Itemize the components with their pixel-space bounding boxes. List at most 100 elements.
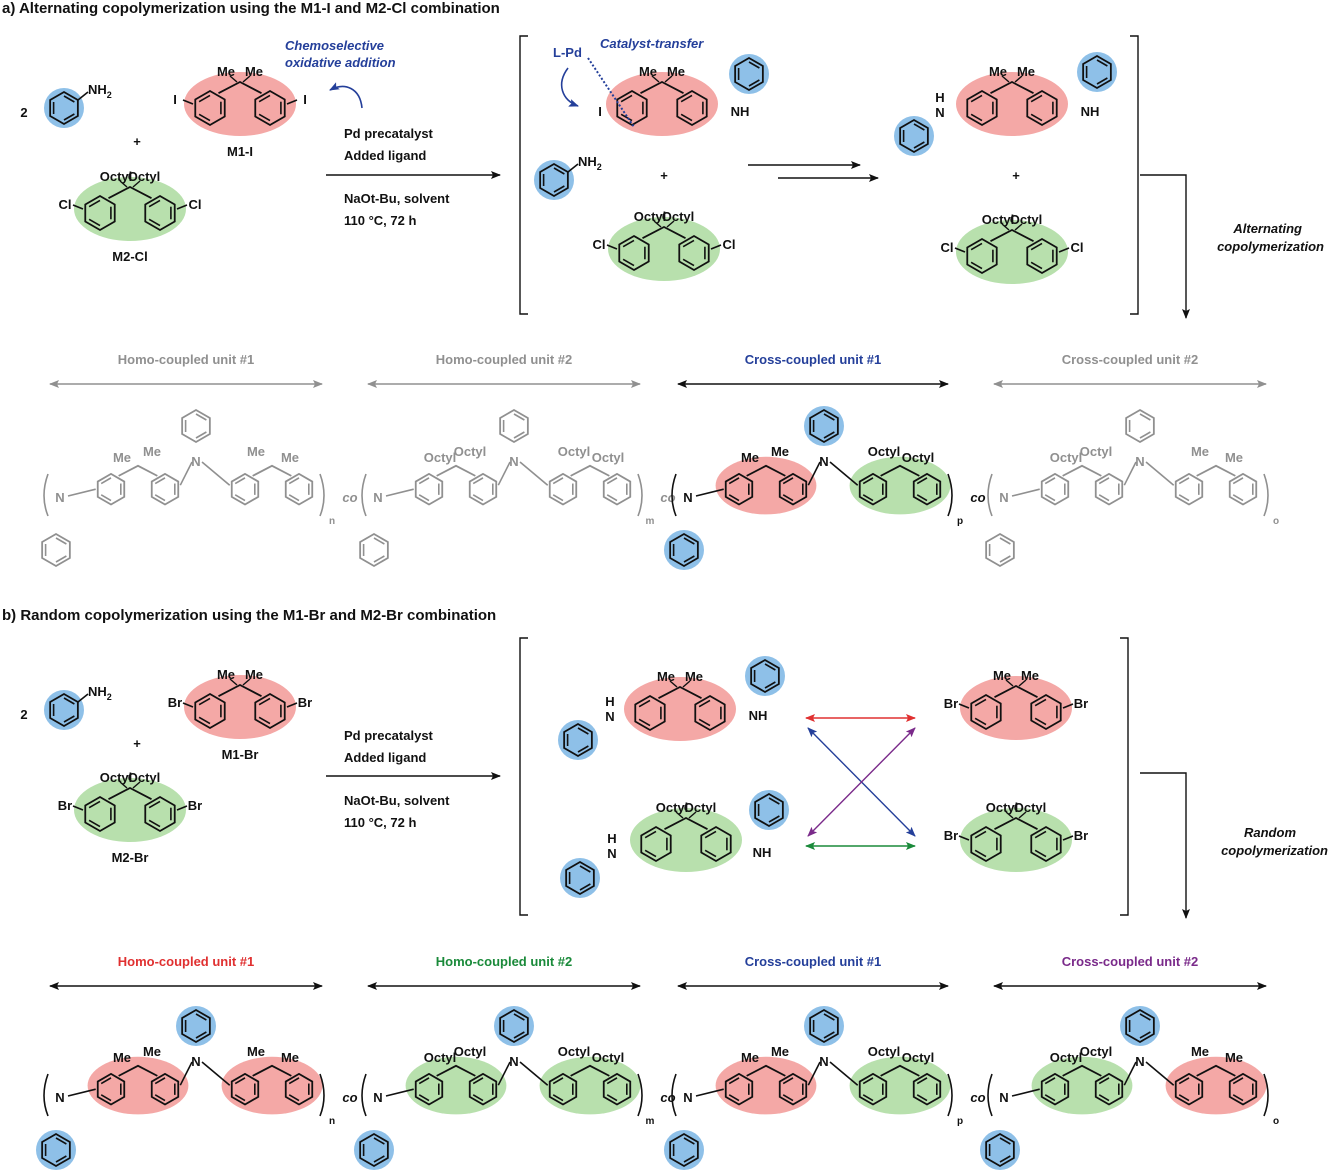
substituent-label: Me <box>113 450 131 465</box>
nitrogen-label: N <box>373 1090 382 1105</box>
substituent-label: Octyl <box>902 1050 935 1065</box>
left-hexagon <box>548 472 578 506</box>
double-bond <box>55 1137 67 1145</box>
close-paren <box>637 473 643 517</box>
left-hexagon <box>194 692 226 730</box>
diamine-m2-b <box>630 808 742 872</box>
double-bond <box>683 537 695 545</box>
double-bond <box>418 477 430 485</box>
double-bond <box>1098 477 1110 485</box>
double-bond <box>913 141 925 149</box>
bond <box>829 1061 859 1086</box>
double-bond <box>782 494 794 502</box>
bond <box>1014 223 1023 231</box>
double-bond <box>195 431 207 439</box>
double-bond <box>55 537 67 545</box>
bond <box>651 75 660 83</box>
bond <box>1123 461 1137 486</box>
random-elbow-arrow <box>1140 772 1190 919</box>
bond <box>72 204 84 210</box>
bond <box>1018 811 1027 819</box>
repeat-subscript: o <box>1273 1116 1279 1127</box>
double-bond <box>974 830 987 839</box>
bond <box>688 811 697 819</box>
amine-label: NH2 <box>88 684 112 702</box>
double-bond <box>195 1031 207 1039</box>
n-phenyl-pendant <box>1120 1006 1160 1046</box>
bond <box>182 99 194 105</box>
five-ring-top <box>108 185 152 200</box>
nitrogen-label: N <box>999 1090 1008 1105</box>
bond <box>72 805 84 811</box>
double-bond <box>1030 261 1043 270</box>
section-a-title: a) Alternating copolymerization using th… <box>2 0 500 17</box>
substituent-label: Me <box>657 669 675 684</box>
bond <box>1145 461 1175 486</box>
open-paren <box>361 473 367 517</box>
bond <box>1058 247 1070 253</box>
co-label: co <box>342 1090 357 1105</box>
halogen-label: I <box>598 104 602 119</box>
right-hexagon <box>778 1072 808 1106</box>
monomer-label: M2-Cl <box>112 249 147 264</box>
hexagon <box>809 408 839 444</box>
halogen-label: Cl <box>1071 240 1084 255</box>
substituent-label: Octyl <box>1080 444 1113 459</box>
bond <box>176 204 188 210</box>
hexagon <box>41 532 71 568</box>
bond <box>1005 811 1014 819</box>
double-bond <box>1139 1013 1151 1021</box>
double-bond <box>1098 494 1110 502</box>
n-phenyl-pendant <box>664 1130 704 1170</box>
bond <box>179 461 193 486</box>
double-bond <box>63 715 75 723</box>
close-paren <box>319 473 325 517</box>
substituent-label: Octyl <box>868 1044 901 1059</box>
halogen-label: Cl <box>941 240 954 255</box>
left-hexagon <box>640 825 672 863</box>
double-bond <box>680 113 693 122</box>
open-paren <box>987 473 993 517</box>
condition-a-3: NaOt-Bu, solvent <box>344 191 450 206</box>
substituent-label: Me <box>281 1050 299 1065</box>
nitrogen-label: N <box>373 490 382 505</box>
substituent-label: Octyl <box>1014 800 1047 815</box>
right-hexagon <box>144 194 176 232</box>
double-bond <box>100 477 112 485</box>
five-ring-top <box>252 1064 292 1077</box>
n-phenyl <box>560 858 600 898</box>
bond <box>132 180 141 188</box>
n-phenyl-pendant <box>985 532 1015 568</box>
coefficient-label: 2 <box>20 105 27 120</box>
double-bond <box>748 61 760 69</box>
dibromide-m1-b <box>960 676 1072 740</box>
double-bond <box>999 537 1011 545</box>
double-bond <box>577 745 589 753</box>
double-bond <box>682 258 695 267</box>
double-bond <box>1034 698 1047 707</box>
double-bond <box>728 494 740 502</box>
double-bond <box>1030 94 1043 103</box>
right-hexagon <box>468 1072 498 1106</box>
double-bond <box>1034 717 1047 726</box>
bond <box>119 781 128 789</box>
five-ring-top <box>658 685 702 700</box>
right-hexagon <box>254 692 286 730</box>
left-hexagon <box>96 1072 126 1106</box>
bond <box>669 680 678 688</box>
bond <box>1005 679 1014 687</box>
bond <box>229 75 238 83</box>
n-phenyl-pendant <box>181 408 211 444</box>
five-ring-top <box>1062 464 1102 477</box>
fluorene-unit <box>96 464 180 506</box>
double-bond <box>1044 1077 1056 1085</box>
bond <box>710 244 722 250</box>
bond <box>1062 703 1074 709</box>
right-hexagon <box>694 694 726 732</box>
bond <box>385 488 414 497</box>
n-phenyl <box>558 720 598 760</box>
double-bond <box>698 718 711 727</box>
n-phenyl <box>745 656 785 696</box>
unit-label: Cross-coupled unit #1 <box>745 352 882 367</box>
left-hexagon <box>96 472 126 506</box>
